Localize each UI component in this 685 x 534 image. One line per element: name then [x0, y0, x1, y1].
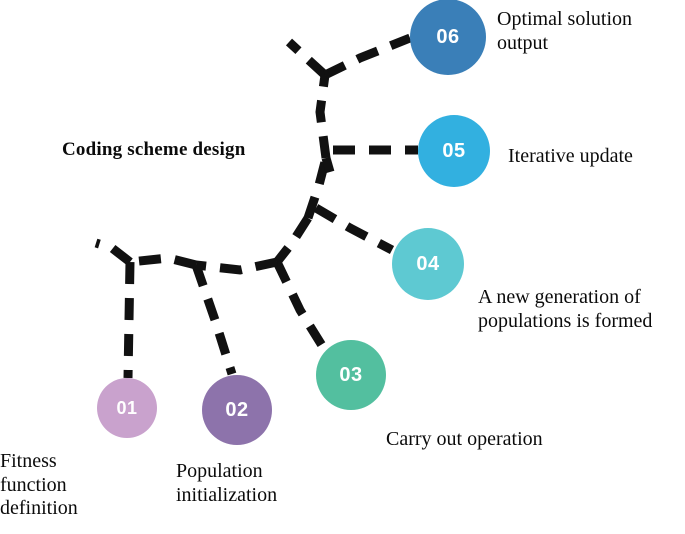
node-number-05: 05	[442, 139, 466, 162]
branch-to-01	[123, 261, 135, 379]
node-number-01: 01	[116, 397, 138, 418]
node-number-03: 03	[339, 363, 363, 386]
label-optimal-solution-output: Optimal solution output	[497, 8, 632, 54]
branch-trunk-upper	[315, 74, 331, 159]
branch-trunk-main	[303, 156, 331, 220]
node-circle-06[interactable]: 06	[410, 0, 486, 75]
node-circle-05[interactable]: 05	[418, 115, 490, 187]
branch-mid-left	[195, 257, 278, 275]
label-fitness-function-definition: Fitness function definition	[0, 450, 78, 520]
node-circle-03[interactable]: 03	[316, 340, 386, 410]
branch-to-02	[191, 263, 237, 376]
label-iterative-update: Iterative update	[508, 145, 633, 167]
node-number-04: 04	[416, 252, 440, 275]
node-circle-02[interactable]: 02	[202, 375, 272, 445]
label-new-generation-of-populations: A new generation of populations is forme…	[478, 286, 653, 332]
label-carry-out-operation: Carry out operation	[386, 428, 543, 450]
branch-to-06	[285, 38, 329, 79]
branch-left-arm	[129, 253, 198, 270]
branch-05-stem	[321, 156, 335, 174]
branch-leftmost-tip	[94, 238, 133, 266]
branch-fork-lower	[273, 215, 312, 265]
label-population-initialization: Population initialization	[176, 460, 278, 506]
node-number-02: 02	[225, 398, 249, 421]
branch-06-stem	[323, 33, 412, 80]
branch-to-04	[313, 204, 395, 254]
page-title: Coding scheme design	[62, 139, 246, 160]
node-number-06: 06	[436, 25, 460, 48]
node-circle-04[interactable]: 04	[392, 228, 464, 300]
node-circle-01[interactable]: 01	[97, 378, 157, 438]
branch-to-03	[272, 260, 330, 355]
